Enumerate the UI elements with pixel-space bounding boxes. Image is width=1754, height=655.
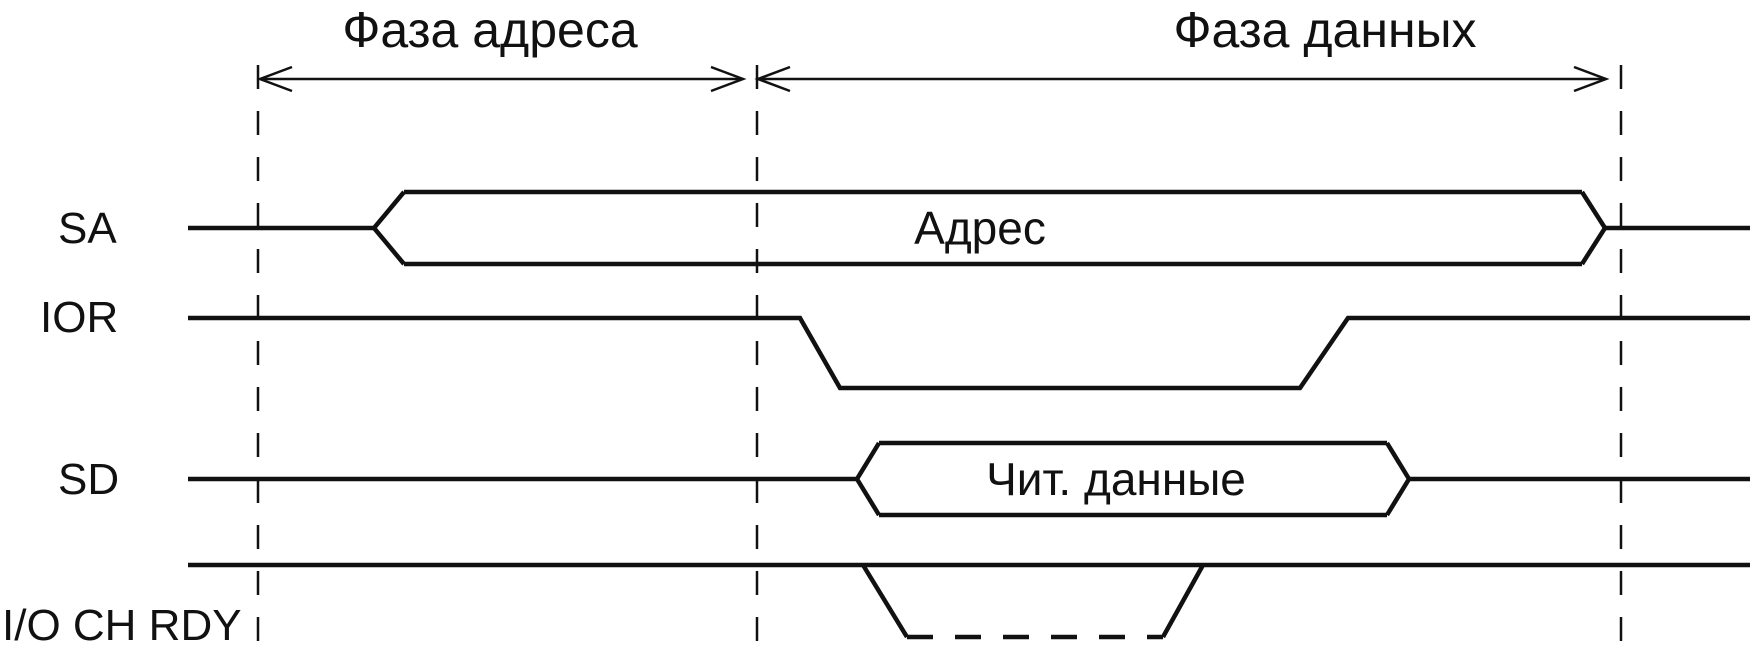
sa-waveform — [188, 189, 1750, 267]
sa-bus-value: Адрес — [914, 202, 1046, 254]
ior-signal-label: IOR — [40, 293, 118, 342]
data-phase-label: Фаза данных — [1173, 2, 1476, 58]
iochrdy-waveform — [188, 562, 1750, 640]
data-phase-arrow — [754, 65, 1610, 93]
sa-signal-label: SA — [58, 204, 117, 253]
sd-bus-value: Чит. данные — [986, 453, 1246, 505]
ior-waveform — [188, 315, 1750, 391]
sd-signal-label: SD — [58, 455, 119, 504]
address-phase-arrow — [256, 65, 747, 93]
sd-waveform — [188, 440, 1750, 518]
address-phase-label: Фаза адреса — [342, 2, 637, 58]
iochrdy-signal-label: I/O CH RDY — [2, 601, 242, 650]
